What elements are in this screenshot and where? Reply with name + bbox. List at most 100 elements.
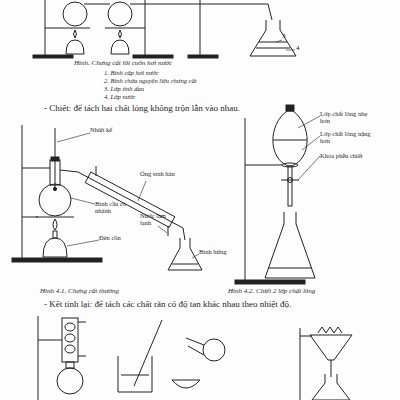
evaporating-dish xyxy=(172,380,200,388)
beaker xyxy=(118,356,152,392)
condenser-bulb xyxy=(65,334,75,342)
clamp xyxy=(22,168,50,169)
legend-item: 4. Lớp nước xyxy=(104,93,324,100)
gauze xyxy=(36,217,74,218)
stand-base xyxy=(33,55,73,58)
part-label: Nhiệt kế xyxy=(90,126,130,133)
figure-caption: Hình 4.2. Chiết 2 lớp chất lỏng xyxy=(228,288,388,296)
water-inlet xyxy=(78,356,86,357)
lamp-wick xyxy=(53,231,57,238)
thermometer-bulb xyxy=(53,187,56,190)
ring xyxy=(45,28,90,29)
separatory-funnel xyxy=(273,111,307,166)
water-layer xyxy=(256,48,290,49)
flask xyxy=(63,2,87,26)
stand-base xyxy=(133,55,173,58)
receiving-flask xyxy=(250,20,296,56)
round-flask xyxy=(57,368,83,394)
delivery-tube xyxy=(130,4,272,20)
liquid-level xyxy=(268,268,312,269)
condenser-bulb xyxy=(65,345,75,353)
flame xyxy=(119,30,122,38)
water-inlet xyxy=(168,226,169,236)
part-label: Khóa phễu chiết xyxy=(320,152,390,159)
flask-neck xyxy=(66,362,74,368)
section-text: - Kết tinh lại: để tách các chất rắn có … xyxy=(44,300,394,310)
round-flask xyxy=(203,339,225,361)
legend-item: 3. Lớp tinh dầu xyxy=(104,85,324,92)
stand-rod xyxy=(200,0,201,55)
glass-rod xyxy=(134,320,162,386)
receiving-flask xyxy=(168,238,202,270)
leader-line xyxy=(298,156,320,180)
stopcock-plug xyxy=(288,178,293,183)
figure-caption: Hình. Chưng cất lôi cuốn hơi nước xyxy=(74,60,294,68)
inner-tube xyxy=(78,172,183,228)
flask xyxy=(108,2,132,26)
stand-rod xyxy=(300,328,301,400)
reflux-condenser xyxy=(62,318,78,362)
alcohol-lamp xyxy=(43,238,67,257)
stand-rod xyxy=(38,316,39,400)
flask-neck xyxy=(186,338,204,345)
stand-rod xyxy=(22,125,23,258)
ring xyxy=(105,28,145,29)
legend-item: 2. Bình chứa nguyên liệu chưng cất xyxy=(104,77,324,84)
funnel-stem xyxy=(331,360,332,377)
leader-line xyxy=(298,116,320,128)
clamp xyxy=(38,340,62,341)
ring-clamp xyxy=(245,165,282,166)
flame xyxy=(74,30,77,38)
callout-number: 4 xyxy=(296,45,306,53)
thermometer xyxy=(55,128,56,188)
funnel-stem xyxy=(288,166,292,206)
leader-line xyxy=(57,133,90,142)
solution-level xyxy=(121,375,149,376)
part-label: Nước làm lạnh xyxy=(140,212,174,226)
leader-line xyxy=(302,136,320,150)
part-label: Bình cầu có nhánh xyxy=(95,200,133,214)
stopcock xyxy=(281,180,299,181)
legend-item: 1. Bình cấp hơi nước xyxy=(104,69,324,76)
flame xyxy=(53,219,57,230)
steam-tube xyxy=(84,4,110,5)
leader-line xyxy=(158,226,167,233)
ring-arm xyxy=(22,217,38,218)
part-label: Bình hứng xyxy=(199,248,244,255)
stand-base xyxy=(235,280,305,284)
burner xyxy=(66,40,84,54)
round-flask xyxy=(39,184,71,216)
conical-flask xyxy=(312,374,350,400)
part-label: Đèn cồn xyxy=(99,234,139,241)
stand-base xyxy=(188,55,218,58)
leader-line xyxy=(71,198,95,204)
side-arm xyxy=(60,170,78,172)
oil-layer xyxy=(259,42,287,43)
figure-caption: Hình 4.1. Chưng cất thường xyxy=(40,288,190,296)
condenser-bulb xyxy=(65,323,75,331)
flask-neck xyxy=(188,346,204,355)
callout-number: 3 xyxy=(282,33,292,41)
leader-line xyxy=(276,40,282,42)
leader-line xyxy=(192,254,199,258)
layer-boundary xyxy=(273,140,307,141)
stand-rod xyxy=(245,118,246,280)
filter-funnel xyxy=(310,335,352,360)
water-outlet xyxy=(96,166,97,176)
part-label: Lớp chất lỏng nhẹ hơn xyxy=(320,110,368,124)
adapter xyxy=(183,228,185,240)
leader-line xyxy=(138,181,146,201)
part-label: Lớp chất lỏng nặng hơn xyxy=(320,130,372,144)
burner xyxy=(111,40,129,54)
crystals xyxy=(318,327,342,333)
distillate-level xyxy=(172,264,198,265)
stopper xyxy=(286,105,294,111)
leader-line xyxy=(67,240,99,246)
water-outlet xyxy=(78,322,86,323)
conical-flask xyxy=(265,212,315,278)
condenser-jacket xyxy=(85,172,175,227)
leader-line xyxy=(286,50,295,51)
